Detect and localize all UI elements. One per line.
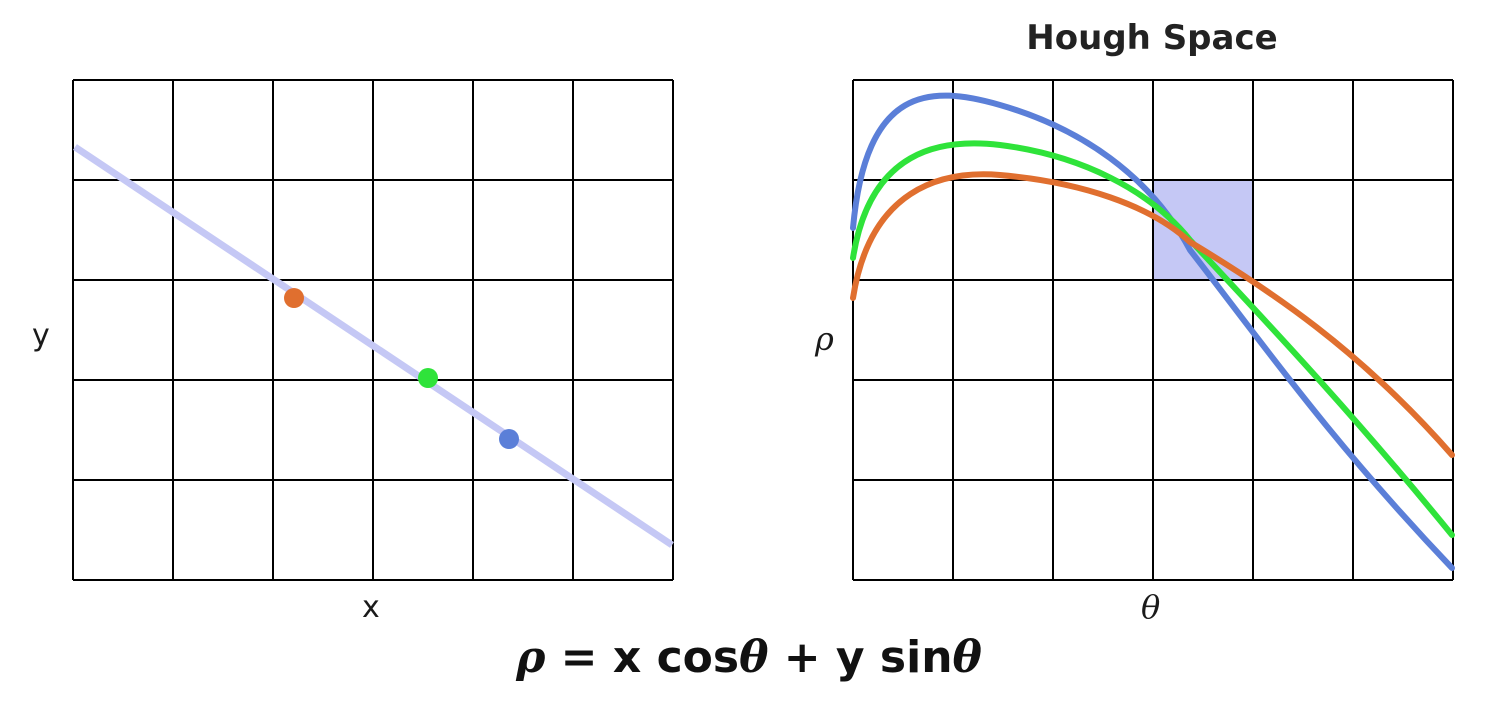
formula-part1: = x cos xyxy=(545,632,740,683)
green-point xyxy=(418,368,438,388)
green-curve xyxy=(850,140,1455,538)
orange-point xyxy=(284,288,304,308)
orange-curve xyxy=(850,171,1455,458)
blue-curve xyxy=(850,92,1455,571)
formula-rho: ρ xyxy=(516,632,546,683)
formula-theta-1: θ xyxy=(739,632,769,683)
formula-part2: + y sin xyxy=(768,632,953,683)
formula-theta-2: θ xyxy=(952,632,982,683)
image-space-grid xyxy=(72,79,674,581)
x-axis-label: x xyxy=(362,590,380,625)
rho-axis-label: ρ xyxy=(815,320,834,358)
theta-axis-label: θ xyxy=(1141,588,1161,626)
hough-formula: ρ = x cosθ + y sinθ xyxy=(0,632,1498,683)
y-axis-label: y xyxy=(32,318,50,353)
image-space-line xyxy=(73,144,674,548)
blue-point xyxy=(499,429,519,449)
hough-space-grid xyxy=(852,79,1454,581)
hough-space-title: Hough Space xyxy=(1026,18,1278,58)
